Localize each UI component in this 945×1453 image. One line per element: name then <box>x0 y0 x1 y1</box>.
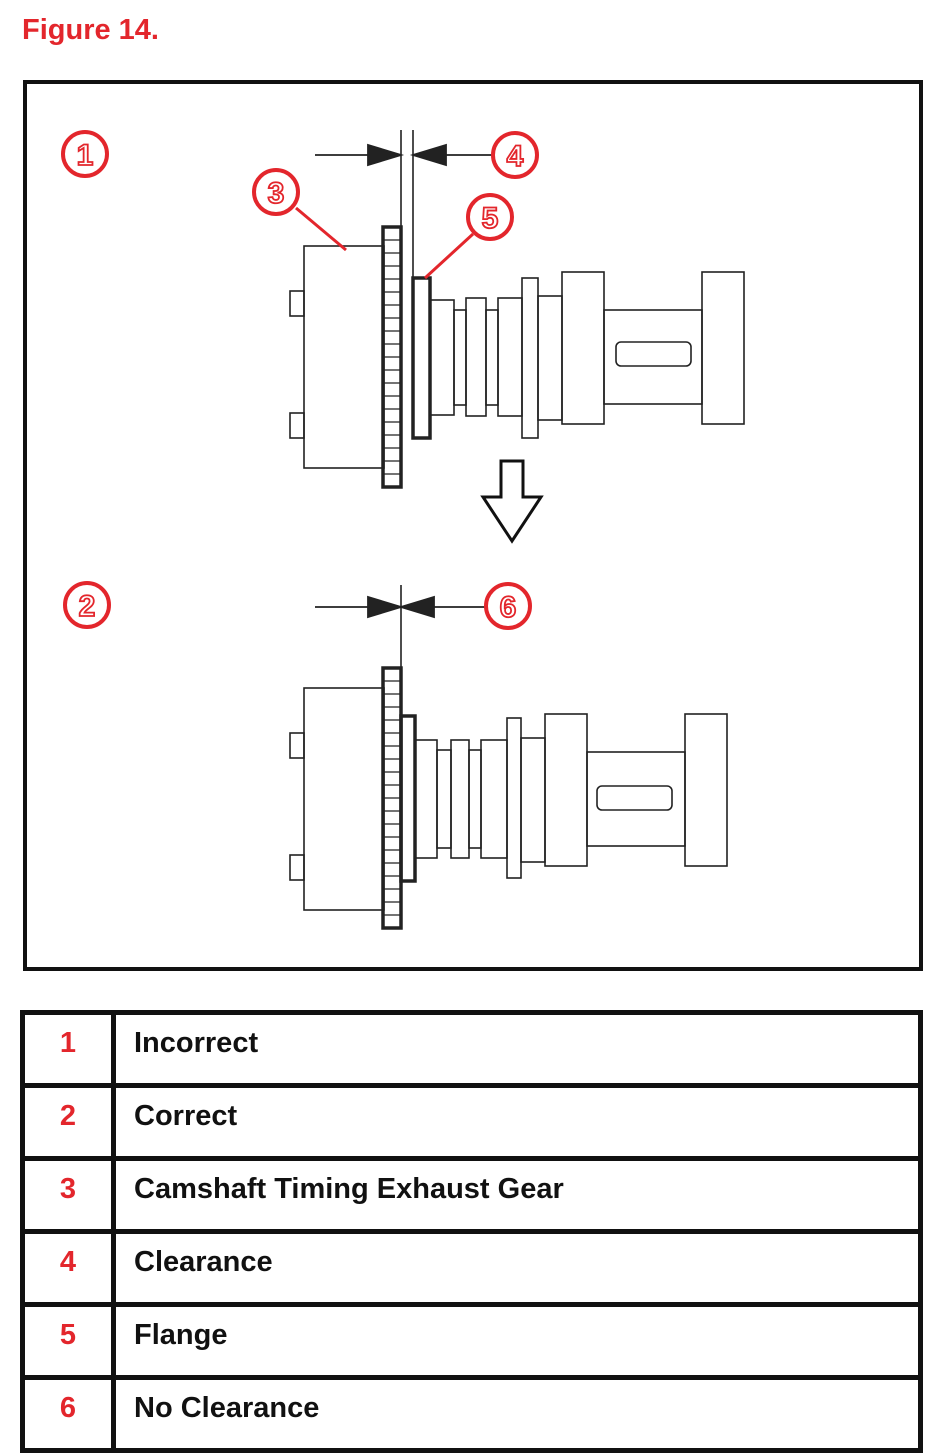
callout-5-label: 5 <box>482 202 499 235</box>
legend-row: 2 Correct <box>20 1083 923 1161</box>
correct-view <box>289 585 728 930</box>
flange-bottom <box>399 714 417 883</box>
legend-num: 4 <box>20 1229 116 1307</box>
legend-row: 3 Camshaft Timing Exhaust Gear <box>20 1156 923 1234</box>
legend-row: 4 Clearance <box>20 1229 923 1307</box>
legend-num: 2 <box>20 1083 116 1161</box>
callout-6-label: 6 <box>500 591 517 624</box>
legend-row: 6 No Clearance <box>20 1375 923 1453</box>
callout-4: 4 <box>491 131 539 179</box>
callout-3: 3 <box>252 168 300 216</box>
legend-label: Clearance <box>111 1229 923 1307</box>
legend-row: 1 Incorrect <box>20 1010 923 1088</box>
callout-2: 2 <box>63 581 111 629</box>
camshaft-gear-diagram: 1 2 3 4 5 6 <box>23 80 923 971</box>
leader-5 <box>423 232 475 280</box>
diagram-frame <box>23 80 923 971</box>
callout-1: 1 <box>61 130 109 178</box>
callout-3-label: 3 <box>268 177 285 210</box>
legend-label: Flange <box>111 1302 923 1380</box>
legend-num: 6 <box>20 1375 116 1453</box>
incorrect-view <box>289 130 745 489</box>
leader-3 <box>295 206 347 252</box>
legend-label: Incorrect <box>111 1010 923 1088</box>
callout-4-label: 4 <box>507 140 524 173</box>
legend-label: No Clearance <box>111 1375 923 1453</box>
callout-6: 6 <box>484 582 532 630</box>
legend-label: Correct <box>111 1083 923 1161</box>
callout-5: 5 <box>466 193 514 241</box>
legend-num: 1 <box>20 1010 116 1088</box>
clearance-arrows <box>315 143 492 167</box>
legend-num: 5 <box>20 1302 116 1380</box>
figure-title: Figure 14. <box>22 14 159 46</box>
down-arrow-icon <box>480 459 544 544</box>
legend-num: 3 <box>20 1156 116 1234</box>
flange-top <box>411 276 432 440</box>
callout-2-label: 2 <box>79 590 96 623</box>
legend-label: Camshaft Timing Exhaust Gear <box>111 1156 923 1234</box>
legend-table: 1 Incorrect 2 Correct 3 Camshaft Timing … <box>20 1010 923 1453</box>
gear-teeth-top <box>383 239 401 475</box>
no-clearance-arrows <box>315 595 485 619</box>
callout-1-label: 1 <box>77 139 94 172</box>
legend-row: 5 Flange <box>20 1302 923 1380</box>
